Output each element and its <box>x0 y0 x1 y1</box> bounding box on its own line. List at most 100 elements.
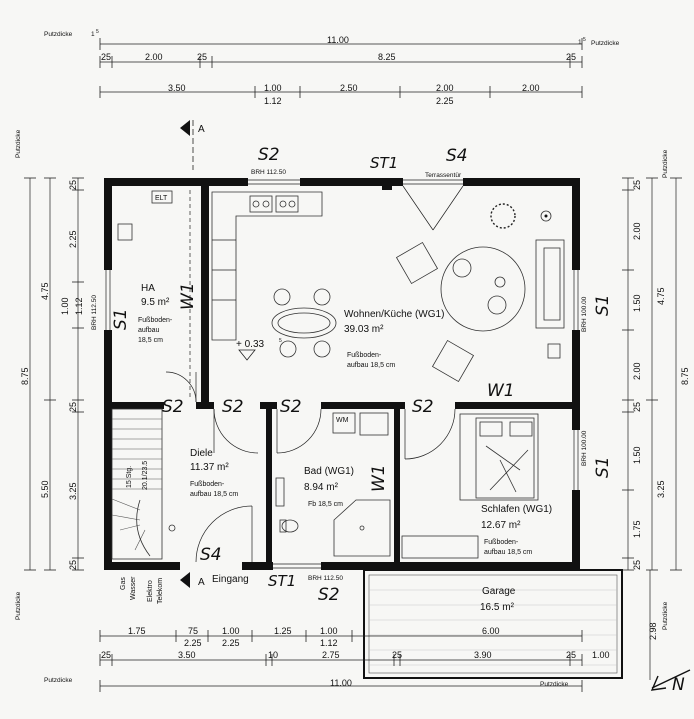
dim-top-2d: 8.25 <box>378 52 396 62</box>
dim-left-i1: 25 <box>68 180 78 190</box>
dim-total-bottom: 11.00 <box>330 678 352 688</box>
wohnen-floor2: aufbau 18,5 cm <box>347 362 395 369</box>
room-ha: ELT HA 9.5 m² Fußboden- aufbau 18,5 cm <box>117 190 191 398</box>
ha-name: HA <box>141 283 155 294</box>
ha-elt: ELT <box>155 195 168 202</box>
dim-bottom-1g: 2.25 <box>184 638 202 648</box>
dim-right-mid-b: 3.25 <box>656 480 666 498</box>
garage: Garage 16.5 m² <box>363 569 623 679</box>
hand-st1-bottom: ST1 <box>268 572 296 590</box>
hand-st1-top: ST1 <box>370 154 398 172</box>
room-diele: 15 Stg. 20.1/23.5 Diele 11.37 m² Fußbode… <box>111 408 238 560</box>
dim-right-i7: 1.75 <box>632 520 642 538</box>
section-markers: A A <box>180 120 205 588</box>
dim-top-3g: 2.25 <box>436 96 454 106</box>
dim-left-i7: 25 <box>68 560 78 570</box>
dim-bottom-2g: 25 <box>566 650 576 660</box>
hand-s2-bottom: S2 <box>318 585 340 605</box>
putz-label-left-top: Putzdicke <box>15 129 22 158</box>
bad-area: 8.94 m² <box>304 482 339 493</box>
putz-label-top-right: Putzdicke <box>591 40 620 47</box>
dim-left-i3: 1.00 <box>60 297 70 315</box>
terrasse-label: Terrassentür <box>425 172 462 179</box>
dim-bottom-2a: 25 <box>101 650 111 660</box>
north-arrow: N <box>650 669 691 695</box>
dim-right-i1: 25 <box>632 180 642 190</box>
dim-bottom-1d: 1.25 <box>274 626 292 636</box>
hand-s2-c: S2 <box>280 397 302 417</box>
dim-bottom-2b: 3.50 <box>178 650 196 660</box>
dim-bottom-1h: 2.25 <box>222 638 240 648</box>
putz-label-right-bottom: Putzdicke <box>662 601 669 630</box>
wohnen-floor1: Fußboden- <box>347 352 382 359</box>
left-dimension-chains: Putzdicke Putzdicke 8.75 4.75 5.50 25 2.… <box>15 129 98 620</box>
dim-bottom-2e: 25 <box>392 650 402 660</box>
diele-name: Diele <box>190 448 213 459</box>
utility-telekom: Telekom <box>157 578 164 604</box>
brh-bottom-label: BRH 112.50 <box>308 575 343 582</box>
dim-top-2b: 2.00 <box>145 52 163 62</box>
wohnen-level: + 0.33 <box>236 339 265 350</box>
diele-floor1: Fußboden- <box>190 481 225 488</box>
dim-bottom-2d: 2.75 <box>322 650 340 660</box>
dim-bottom-2h: 1.00 <box>592 650 610 660</box>
garage-area: 16.5 m² <box>480 602 515 613</box>
dim-top-3f: 1.12 <box>264 96 282 106</box>
dim-top-3d: 2.00 <box>436 83 454 93</box>
utility-wasser: Wasser <box>130 576 137 600</box>
north-label: N <box>672 675 685 695</box>
sup-1: 1 <box>91 31 95 38</box>
schlafen-floor2: aufbau 18,5 cm <box>484 549 532 556</box>
hand-s2-d: S2 <box>412 397 434 417</box>
stair-steps: 15 Stg. <box>126 466 133 488</box>
dim-bottom-1i: 1.12 <box>320 638 338 648</box>
putz-label-top-left: Putzdicke <box>44 31 73 38</box>
hand-s1-left: S1 <box>111 308 131 330</box>
dim-right-i5: 25 <box>632 402 642 412</box>
bad-name: Bad (WG1) <box>304 466 354 477</box>
dim-bottom-1c: 1.00 <box>222 626 240 636</box>
wall-openings <box>103 177 581 571</box>
dim-right-i6: 1.50 <box>632 446 642 464</box>
hand-s2-top: S2 <box>258 145 280 165</box>
brh-right-1: BRH 100.00 <box>581 296 588 332</box>
brh-left-window: BRH 112.50 <box>91 295 98 330</box>
dim-top-3a: 3.50 <box>168 83 186 93</box>
schlafen-floor1: Fußboden- <box>484 539 519 546</box>
ha-floor2: aufbau <box>138 327 160 334</box>
bad-floor: Fb 18,5 cm <box>308 501 343 508</box>
bottom-dimension-chains: 1.75 75 1.00 1.25 1.00 6.00 2.25 2.25 1.… <box>44 570 658 692</box>
room-wohnen: + 0.33 5 Wohnen/Küche (WG1) 39.03 m² Fuß… <box>211 191 565 383</box>
dim-right-outer: 8.75 <box>680 367 690 385</box>
sup-5-right: 5 <box>583 37 586 43</box>
garage-name: Garage <box>482 586 516 597</box>
dim-left-i4: 1.12 <box>74 297 84 315</box>
sup-1-right: 1 <box>578 39 582 46</box>
dim-bottom-1b: 75 <box>188 626 198 636</box>
wohnen-area: 39.03 m² <box>344 324 384 335</box>
hand-w1-ha: W1 <box>178 282 198 310</box>
hand-s1-right-top: S1 <box>593 294 613 316</box>
hand-s2-b: S2 <box>222 397 244 417</box>
wohnen-name: Wohnen/Küche (WG1) <box>344 309 444 320</box>
dim-top-3c: 2.50 <box>340 83 358 93</box>
ha-floor1: Fußboden- <box>138 317 173 324</box>
svg-text:5: 5 <box>279 338 282 344</box>
putz-label-left-bottom: Putzdicke <box>15 591 22 620</box>
walls <box>104 178 580 570</box>
entrance-label: Eingang <box>212 574 249 585</box>
section-a-top: A <box>198 124 205 135</box>
section-a-bottom: A <box>198 577 205 588</box>
schlafen-name: Schlafen (WG1) <box>481 504 552 515</box>
brh-right-2: BRH 100.00 <box>581 430 588 466</box>
hand-s2-a: S2 <box>162 397 184 417</box>
diele-floor2: aufbau 18,5 cm <box>190 491 238 498</box>
bad-wm: WM <box>336 417 349 424</box>
dim-left-i2: 2.25 <box>68 230 78 248</box>
dim-top-2c: 25 <box>197 52 207 62</box>
ha-area: 9.5 m² <box>141 297 170 308</box>
st1-column-top <box>382 182 392 190</box>
hand-w1-bad: W1 <box>369 464 389 492</box>
dim-right-i4: 2.00 <box>632 362 642 380</box>
dim-right-i8: 25 <box>632 560 642 570</box>
